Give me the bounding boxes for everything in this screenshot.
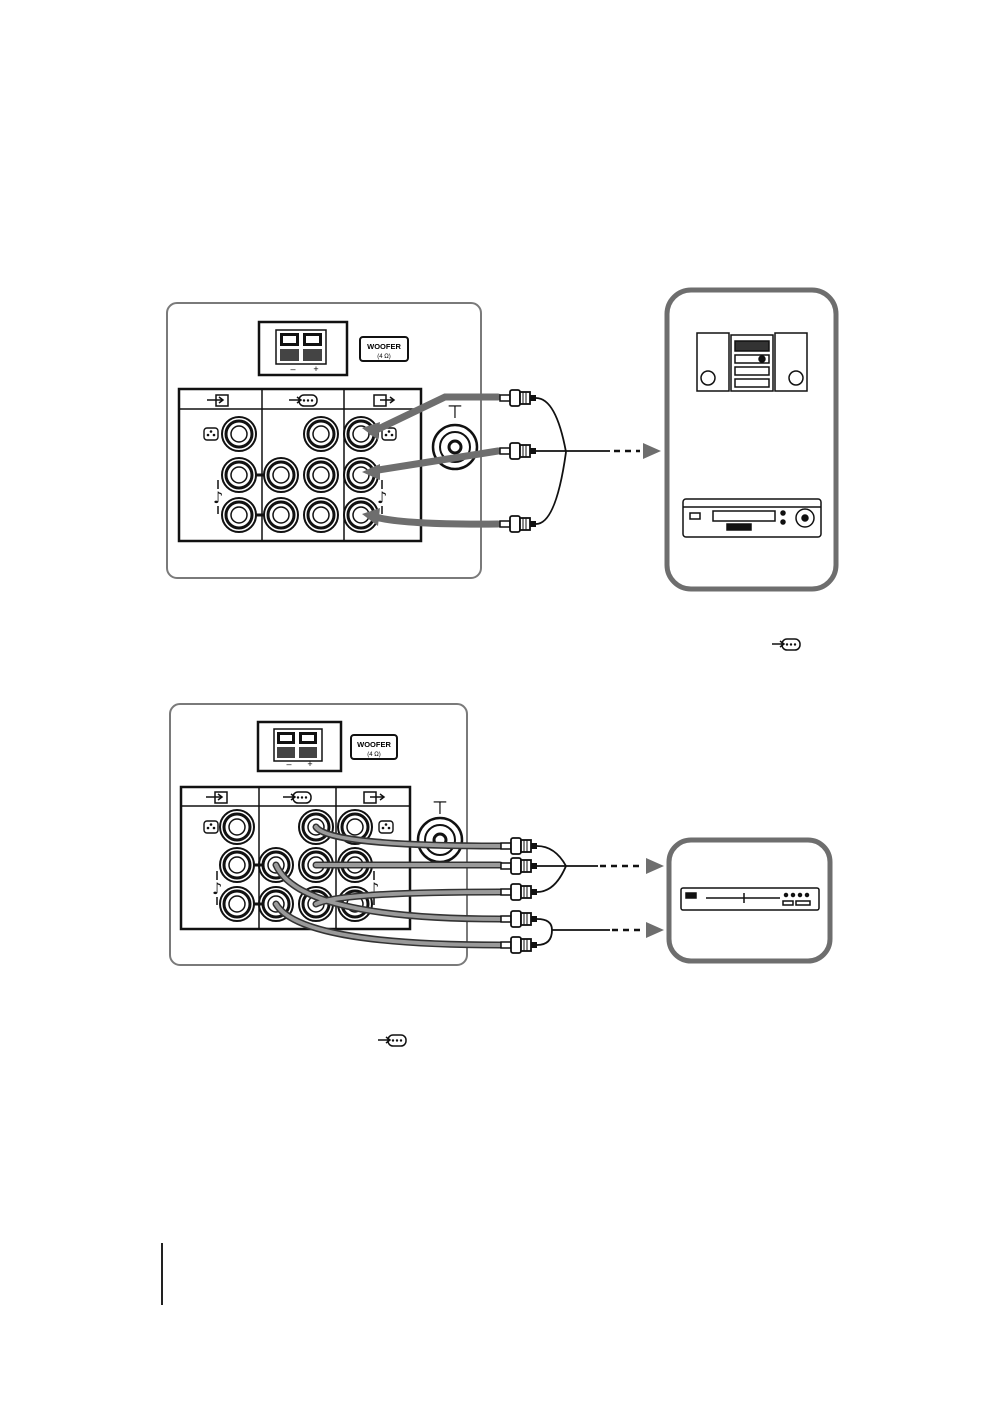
- monitor-out-icon: [378, 1035, 406, 1046]
- speaker-terminal-block: – +: [259, 322, 347, 375]
- video-in-jack: [222, 417, 256, 451]
- margin-rule: [161, 1243, 163, 1305]
- audio-in-l-jack: [220, 848, 254, 882]
- woofer-label: WOOFER: [357, 740, 391, 749]
- rca-plug: [501, 911, 537, 927]
- video-in-jack: [220, 810, 254, 844]
- diagram-top: – + WOOFER (4 Ω): [167, 290, 836, 589]
- speaker-terminal-block: – +: [258, 722, 341, 771]
- woofer-label: WOOFER: [367, 342, 401, 351]
- rca-plug: [501, 858, 537, 874]
- audio-in-l-jack: [222, 458, 256, 492]
- woofer-badge: WOOFER (4 Ω): [360, 337, 408, 361]
- antenna-symbol: ⊤: [447, 402, 463, 422]
- antenna-symbol: ⊤: [432, 798, 448, 818]
- terminal-plus: +: [313, 364, 318, 374]
- audio-in-r-jack: [222, 498, 256, 532]
- rca-plug: [501, 937, 537, 953]
- rca-plug: [501, 838, 537, 854]
- monitor-audio-l2-jack: [304, 458, 338, 492]
- monitor-video-jack: [304, 417, 338, 451]
- monitor-audio-l-jack: [264, 458, 298, 492]
- arrow-icon: [643, 443, 661, 459]
- rca-plug: [500, 516, 536, 532]
- monitor-audio-r2-jack: [304, 498, 338, 532]
- terminal-minus: –: [286, 759, 291, 769]
- woofer-impedance: (4 Ω): [377, 354, 391, 360]
- arrow-icon: [646, 922, 664, 938]
- terminal-minus: –: [290, 364, 295, 374]
- rca-plug: [500, 390, 536, 406]
- rca-plug: [500, 443, 536, 459]
- diagram-bottom: – + WOOFER (4 Ω): [170, 704, 830, 965]
- antenna-connector: [418, 818, 462, 862]
- woofer-impedance: (4 Ω): [367, 752, 381, 758]
- md-deck-icon: [683, 499, 821, 537]
- av-jack-block: [181, 787, 410, 929]
- dvd-player-icon: [681, 888, 819, 910]
- terminal-plus: +: [307, 759, 312, 769]
- monitor-audio-r-jack: [264, 498, 298, 532]
- arrow-icon: [646, 858, 664, 874]
- woofer-badge: WOOFER (4 Ω): [351, 735, 397, 759]
- monitor-out-icon: [772, 639, 800, 650]
- audio-in-r-jack: [220, 887, 254, 921]
- mini-hifi-system-icon: [697, 333, 807, 391]
- rca-plug: [501, 884, 537, 900]
